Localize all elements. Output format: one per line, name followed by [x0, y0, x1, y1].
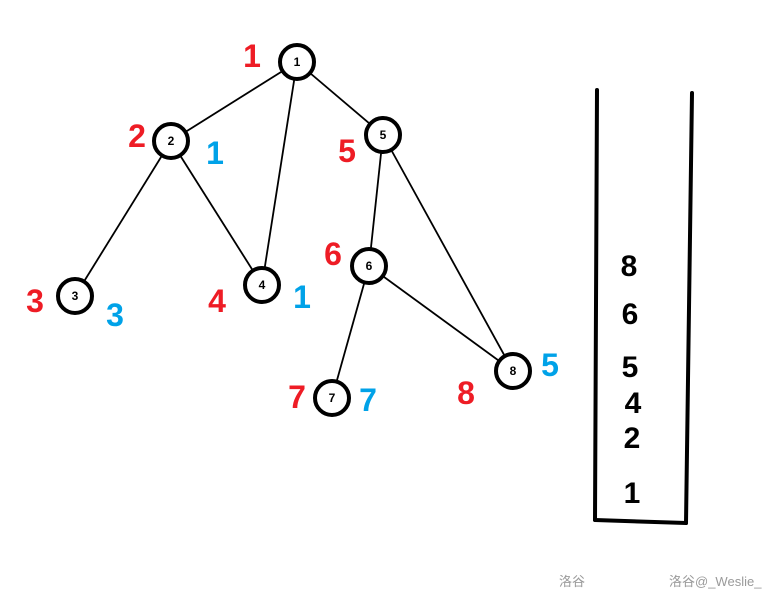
- dfn-label-6: 6: [324, 236, 342, 272]
- edge-6-7: [331, 265, 370, 399]
- edge-2-4: [170, 140, 263, 286]
- dfn-label-7: 7: [288, 379, 306, 415]
- node-8: [494, 352, 532, 390]
- node-label-2: 2: [168, 134, 175, 148]
- stack-item-5: 5: [622, 351, 639, 384]
- dfn-label-2: 2: [128, 118, 146, 154]
- stack-item-8: 8: [621, 250, 638, 283]
- dfn-label-4: 4: [208, 283, 226, 319]
- dfn-label-8: 8: [457, 375, 475, 411]
- stack-item-6: 6: [622, 298, 639, 331]
- node-3: [56, 277, 94, 315]
- stack-item-4: 4: [625, 387, 642, 420]
- edge-1-2: [170, 61, 298, 142]
- edge-5-6: [368, 134, 384, 267]
- stack-left-wall: [593, 88, 599, 522]
- watermark-left: 洛谷: [559, 574, 586, 589]
- node-label-3: 3: [72, 289, 79, 303]
- watermark-right: 洛谷@_Weslie_: [669, 574, 762, 589]
- stack-item-2: 2: [624, 422, 641, 455]
- node-1: [278, 43, 316, 81]
- node-2: [152, 122, 190, 160]
- edge-5-8: [382, 134, 514, 372]
- edge-2-3: [74, 140, 172, 297]
- node-label-5: 5: [380, 128, 387, 142]
- low-label-8: 5: [541, 347, 559, 383]
- low-label-2: 1: [206, 135, 224, 171]
- stack-bottom: [593, 518, 688, 525]
- edge-6-8: [368, 265, 514, 372]
- dfn-label-3: 3: [26, 283, 44, 319]
- node-label-6: 6: [366, 259, 373, 273]
- node-6: [350, 247, 388, 285]
- low-label-4: 1: [293, 279, 311, 315]
- low-label-7: 7: [359, 382, 377, 418]
- node-label-1: 1: [294, 55, 301, 69]
- dfn-label-1: 1: [243, 38, 261, 74]
- stack-item-1: 1: [624, 477, 641, 510]
- node-4: [243, 266, 281, 304]
- low-label-3: 3: [106, 297, 124, 333]
- dfn-label-5: 5: [338, 133, 356, 169]
- node-label-7: 7: [329, 391, 336, 405]
- edge-1-4: [261, 61, 298, 286]
- node-label-4: 4: [259, 278, 266, 292]
- node-7: [313, 379, 351, 417]
- stack-right-wall: [684, 91, 694, 525]
- node-label-8: 8: [510, 364, 517, 378]
- node-5: [364, 116, 402, 154]
